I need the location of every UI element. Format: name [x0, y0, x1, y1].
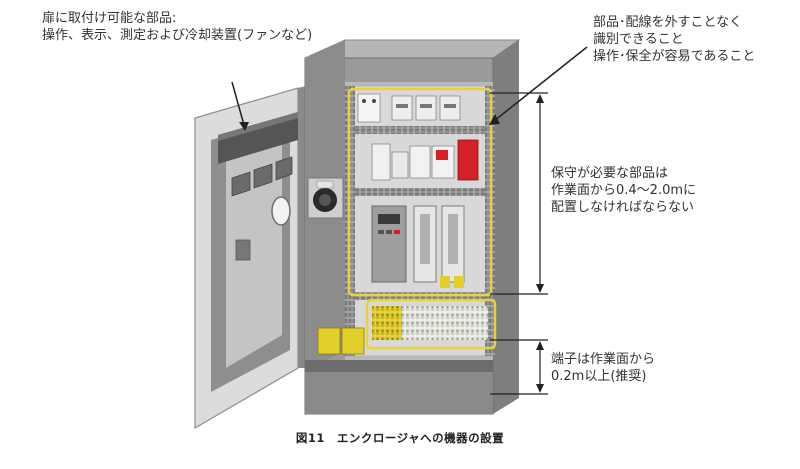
annotation-line: 部品･配線を外すことなく: [593, 15, 743, 30]
terminal-block: [372, 306, 488, 340]
red-device: [457, 139, 479, 181]
cabinet-door: [194, 86, 306, 430]
annotation-line: 識別できること: [593, 32, 684, 47]
transformers: [317, 327, 365, 355]
door-device-row: [218, 112, 298, 164]
annotation-line: 配置しなければならない: [551, 200, 695, 215]
annotation-line: 扉に取付け可能な部品:: [42, 11, 177, 26]
top-breakers: [357, 93, 461, 123]
annotation-line: 操作･保全が容易であること: [593, 49, 756, 64]
annotation-line: 操作、表示、測定および冷却装置(ファンなど): [42, 28, 313, 43]
highlight-main-zone: [347, 87, 493, 297]
annotation-line: 保守が必要な部品は: [551, 166, 669, 181]
drive-units: [371, 205, 465, 288]
fan-icon: [231, 156, 293, 197]
annotation-line: 0.2m以上(推奨): [551, 369, 647, 384]
inverter-icon: [371, 205, 407, 283]
dimension-lines: [490, 92, 548, 395]
highlight-terminal-zone: [365, 298, 497, 350]
annotation-maintenance-height: 保守が必要な部品は 作業面から0.4～2.0mに 配置しなければならない: [551, 165, 696, 216]
annotation-line: 作業面から0.4～2.0mに: [551, 183, 697, 198]
door-meter: [235, 239, 251, 261]
leader-lines: [231, 46, 588, 131]
annotation-door-parts: 扉に取付け可能な部品: 操作、表示、測定および冷却装置(ファンなど): [42, 10, 312, 44]
rotary-switch-icon: [307, 177, 344, 219]
control-devices: [371, 139, 479, 181]
door-window: [271, 196, 291, 226]
annotation-wiring: 部品･配線を外すことなく 識別できること 操作･保全が容易であること: [593, 14, 755, 65]
highlight-frames: [347, 87, 497, 350]
annotation-terminal-height: 端子は作業面から 0.2m以上(推奨): [551, 351, 655, 385]
figure-caption: 図11 エンクロージャへの機器の設置: [295, 431, 505, 445]
annotation-line: 端子は作業面から: [551, 352, 656, 367]
